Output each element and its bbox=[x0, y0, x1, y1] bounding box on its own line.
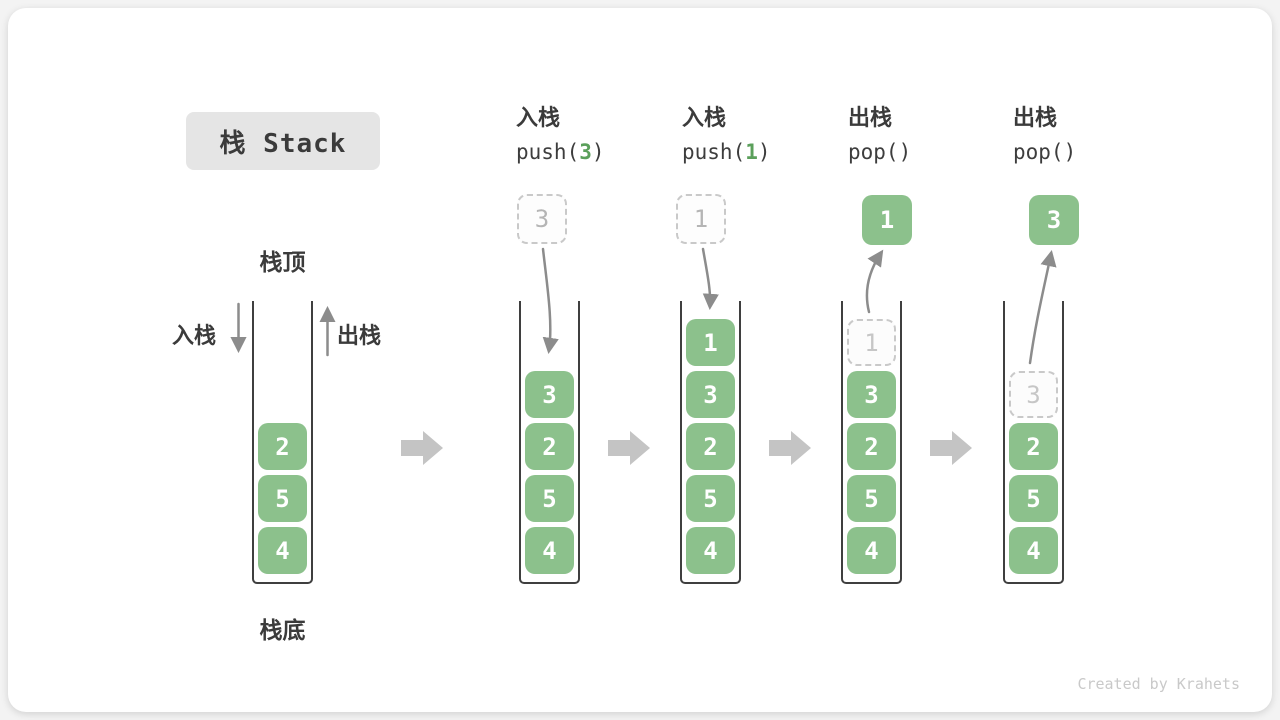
popped-value-box: 3 bbox=[1029, 195, 1079, 245]
stack-top-label: 栈顶 bbox=[259, 250, 306, 276]
diagram-title: 栈 Stack bbox=[186, 112, 380, 170]
code-arg: 3 bbox=[579, 140, 592, 164]
step-header-pop-3: 出栈 pop() bbox=[1013, 105, 1076, 164]
stack-item: 5 bbox=[847, 475, 896, 522]
stack-item: 4 bbox=[525, 527, 574, 574]
stack-item-ghost: 3 bbox=[1009, 371, 1058, 418]
step-code-label: pop() bbox=[1013, 140, 1076, 164]
stack-container-after-pop-1: 4 5 2 3 1 bbox=[841, 301, 902, 584]
step-op-label: 入栈 bbox=[516, 106, 561, 131]
code-pre: pop( bbox=[1013, 140, 1064, 164]
incoming-value-box: 3 bbox=[517, 194, 567, 244]
stack-container-initial: 4 5 2 bbox=[252, 301, 313, 584]
code-post: ) bbox=[591, 140, 605, 164]
stack-container-after-pop-3: 4 5 2 3 bbox=[1003, 301, 1064, 584]
code-arg: 1 bbox=[745, 140, 758, 164]
step-code-label: push(1) bbox=[682, 140, 771, 164]
incoming-value-box: 1 bbox=[676, 194, 726, 244]
code-pre: push( bbox=[516, 140, 580, 164]
step-header-pop-1: 出栈 pop() bbox=[848, 105, 911, 164]
stack-item: 2 bbox=[686, 423, 735, 470]
stack-item: 4 bbox=[258, 527, 307, 574]
stack-container-after-push-1: 4 5 2 3 1 bbox=[680, 301, 741, 584]
code-pre: pop( bbox=[848, 140, 899, 164]
stack-item: 2 bbox=[258, 423, 307, 470]
stack-item: 4 bbox=[847, 527, 896, 574]
step-code-label: pop() bbox=[848, 140, 911, 164]
stack-item: 4 bbox=[1009, 527, 1058, 574]
stack-item: 3 bbox=[686, 371, 735, 418]
stack-item: 1 bbox=[686, 319, 735, 366]
code-pre: push( bbox=[682, 140, 746, 164]
stack-item: 3 bbox=[847, 371, 896, 418]
diagram-title-text: 栈 Stack bbox=[219, 128, 347, 159]
stack-item: 5 bbox=[258, 475, 307, 522]
stack-item: 3 bbox=[525, 371, 574, 418]
step-op-label: 入栈 bbox=[682, 106, 727, 131]
stack-item: 5 bbox=[1009, 475, 1058, 522]
popped-value-box: 1 bbox=[862, 195, 912, 245]
watermark: Created by Krahets bbox=[1077, 675, 1240, 693]
push-side-label: 入栈 bbox=[172, 324, 217, 349]
step-header-push-3: 入栈 push(3) bbox=[516, 105, 605, 164]
code-post: ) bbox=[757, 140, 771, 164]
step-op-label: 出栈 bbox=[848, 106, 893, 131]
stack-container-after-push-3: 4 5 2 3 bbox=[519, 301, 580, 584]
step-op-label: 出栈 bbox=[1013, 106, 1058, 131]
stack-item: 2 bbox=[525, 423, 574, 470]
stack-item: 2 bbox=[1009, 423, 1058, 470]
step-header-push-1: 入栈 push(1) bbox=[682, 105, 771, 164]
stack-item: 5 bbox=[686, 475, 735, 522]
stack-item: 5 bbox=[525, 475, 574, 522]
code-post: ) bbox=[1063, 140, 1077, 164]
stack-item-ghost: 1 bbox=[847, 319, 896, 366]
pop-side-label: 出栈 bbox=[337, 324, 382, 349]
code-post: ) bbox=[898, 140, 912, 164]
step-code-label: push(3) bbox=[516, 140, 605, 164]
stack-item: 2 bbox=[847, 423, 896, 470]
stack-bottom-label: 栈底 bbox=[259, 618, 306, 644]
stack-item: 4 bbox=[686, 527, 735, 574]
